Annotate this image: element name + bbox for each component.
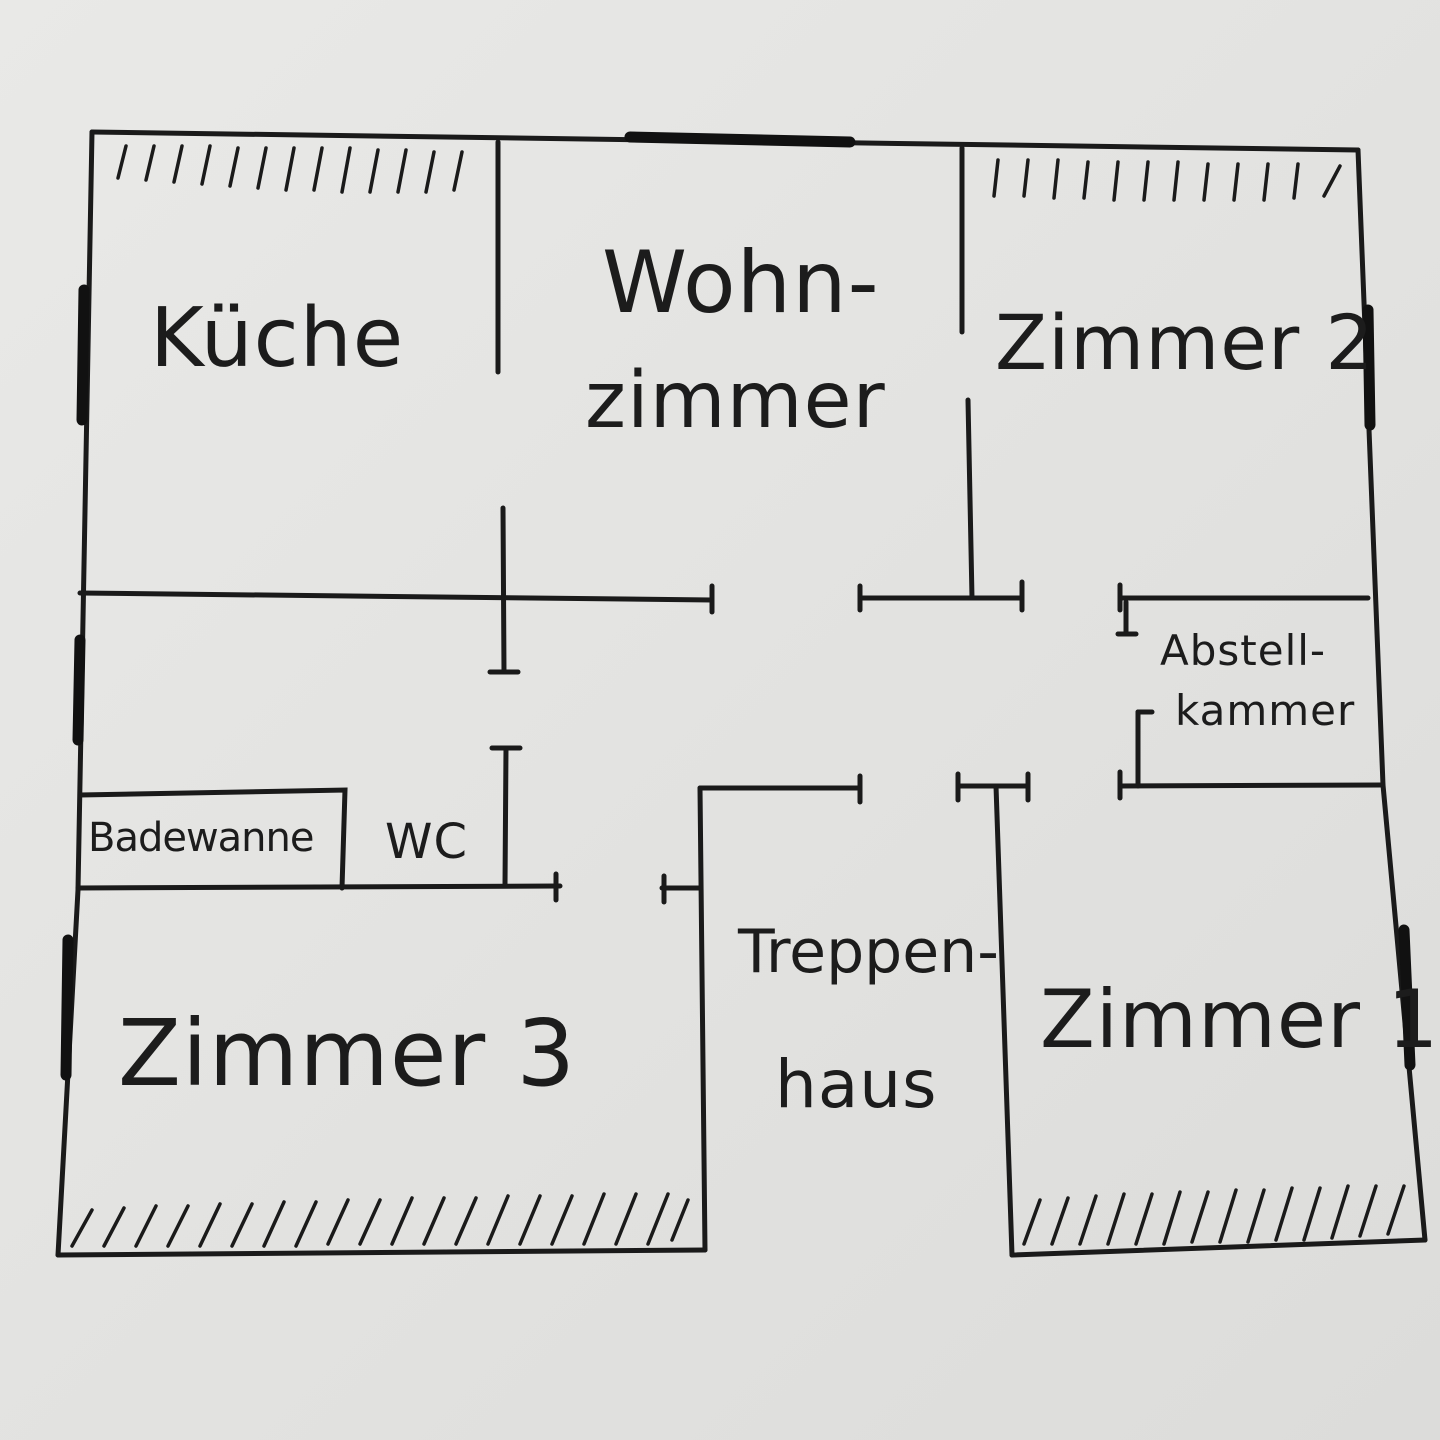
window-top	[624, 131, 856, 148]
room-label-abstellkammer-line1: Abstell-	[1160, 626, 1327, 675]
window-left-2	[72, 634, 86, 746]
wall-kueche-bottom	[77, 590, 715, 603]
window-right-1	[1362, 304, 1376, 431]
window-left-3	[60, 934, 74, 1081]
room-label-abstellkammer-line2: kammer	[1175, 686, 1356, 735]
room-label-wohnzimmer-line2: zimmer	[585, 356, 886, 446]
wall-bottom-left	[55, 1247, 708, 1258]
window-left-1	[76, 284, 90, 426]
wall-bottom-right	[1009, 1237, 1428, 1258]
wall-bad-bottom	[75, 883, 563, 891]
wall-bad-vertical-lower	[502, 745, 509, 888]
hatch-group	[70, 144, 1406, 1248]
wall-abstell-bottom	[1117, 782, 1386, 789]
room-label-kueche: Küche	[150, 291, 405, 386]
wall-left-upper	[75, 129, 95, 893]
room-label-treppenhaus-line1: Treppen-	[738, 917, 999, 987]
wall-treppen-right	[993, 783, 1015, 1258]
bathtub-outline	[77, 787, 348, 891]
wall-wohn-zimmer2-lower	[965, 397, 975, 601]
room-label-badewanne: Badewanne	[88, 815, 314, 861]
wall-treppen-left	[697, 785, 708, 1253]
room-label-wc: WC	[385, 814, 468, 870]
room-label-zimmer1: Zimmer 1	[1040, 973, 1440, 1066]
room-label-treppenhaus-line2: haus	[775, 1046, 938, 1123]
window-right-2	[1398, 924, 1416, 1071]
room-label-zimmer3: Zimmer 3	[118, 1000, 577, 1107]
room-label-zimmer2: Zimmer 2	[995, 298, 1375, 387]
wall-right-upper	[1355, 147, 1386, 788]
room-label-wohnzimmer-line1: Wohn-	[602, 233, 880, 333]
wall-bad-vertical-upper	[500, 505, 507, 675]
